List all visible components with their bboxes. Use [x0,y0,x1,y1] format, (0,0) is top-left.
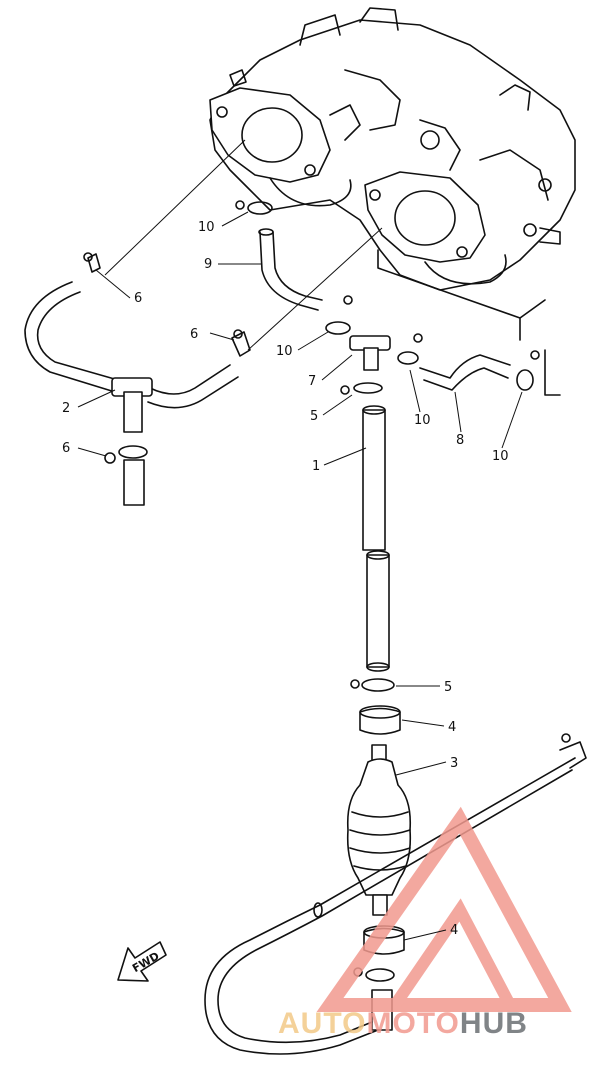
callout-3: 3 [450,756,458,771]
clip-left-lower [118,445,148,459]
fuel-line-to-tank [204,733,587,1055]
hose-stub [123,459,145,506]
callout-numbers: 6 6 6 2 10 9 10 7 5 1 10 8 10 5 4 3 4 [62,220,509,938]
callout-4-lower: 4 [450,923,458,938]
clip-10-top [247,201,273,215]
clip-5-upper [353,382,383,394]
clip-left-right [231,331,251,357]
callout-5-upper: 5 [310,409,318,424]
watermark-triangle-outer [316,806,572,1012]
callout-7: 7 [308,374,316,389]
t-fitting-stem [123,391,143,433]
clip-10-center [325,321,351,335]
primer-bulb [346,758,412,896]
t-fitting-7-stem [363,347,379,371]
guide-lines [104,139,383,351]
callout-10-mid: 10 [414,413,431,428]
callout-8: 8 [456,433,464,448]
watermark: AUTOMOTOHUB [278,806,572,1040]
watermark-auto: AUTO [278,1007,366,1040]
watermark-triangle-inner [390,898,516,1009]
callout-6-lower: 6 [62,441,70,456]
callout-5-lower: 5 [444,680,452,695]
hose-1-lower [366,554,390,668]
clip-5-lower [361,678,395,692]
clip-left-upper [87,253,101,273]
bulb-nozzle-bottom [372,894,388,916]
callout-leaders [77,211,523,941]
svg-text:AUTOMOTOHUB: AUTOMOTOHUB [278,1007,528,1040]
left-hose-assembly [24,252,251,506]
callout-6-upper: 6 [134,291,142,306]
center-t-and-hose-8 [325,295,540,395]
callout-1: 1 [312,459,320,474]
clip-lower [365,968,395,982]
callout-9: 9 [204,257,212,272]
clip-10-right [516,369,534,391]
callout-10-center: 10 [276,344,293,359]
callout-10-right: 10 [492,449,509,464]
forward-arrow: FWD [117,941,167,982]
callout-10-top: 10 [198,220,215,235]
hose-1-upper [362,409,386,551]
hose-1 [362,405,390,672]
band-4-upper [359,707,401,735]
callout-4-upper: 4 [448,720,456,735]
watermark-moto: MOTO [366,1007,459,1040]
watermark-hub: HUB [460,1007,528,1040]
carburetor-assembly [209,7,576,396]
callout-2: 2 [62,401,70,416]
callout-6-middle: 6 [190,327,198,342]
hose-9 [235,200,323,311]
